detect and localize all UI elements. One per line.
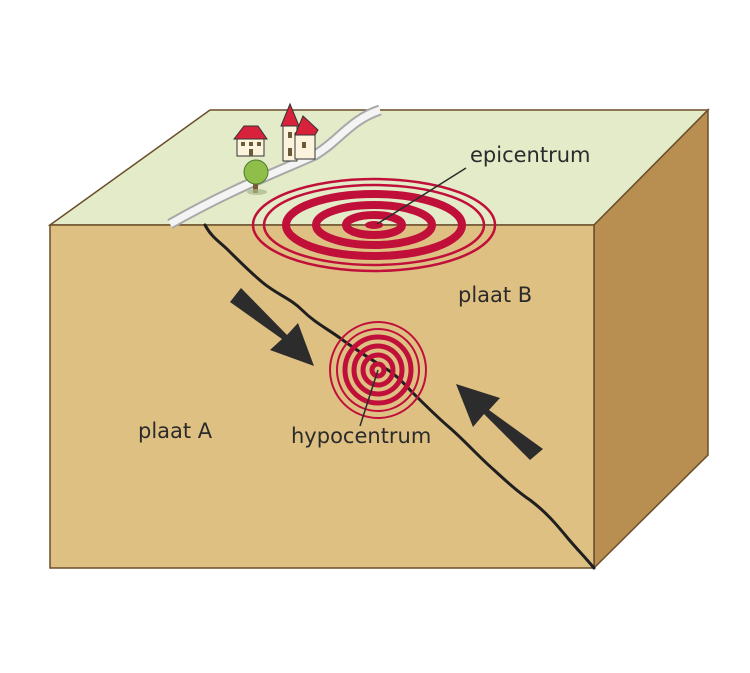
plate-b-label: plaat B <box>458 283 533 307</box>
house-icon <box>232 125 268 157</box>
epicenter-waves <box>251 177 497 273</box>
epicenter-leader-line <box>376 167 467 225</box>
hypocenter-label: hypocentrum <box>291 424 432 448</box>
epicenter-label: epicentrum <box>470 143 591 167</box>
fault-line <box>203 223 596 570</box>
hypocenter-leader-line <box>359 369 379 427</box>
tree-icon <box>243 159 269 195</box>
hypocenter-waves <box>329 321 427 419</box>
plate-a-motion-arrow <box>230 288 314 366</box>
plate-b-motion-arrow <box>456 384 543 460</box>
plate-a-label: plaat A <box>138 419 213 443</box>
block-front-face <box>49 224 595 569</box>
church-icon <box>280 102 319 162</box>
